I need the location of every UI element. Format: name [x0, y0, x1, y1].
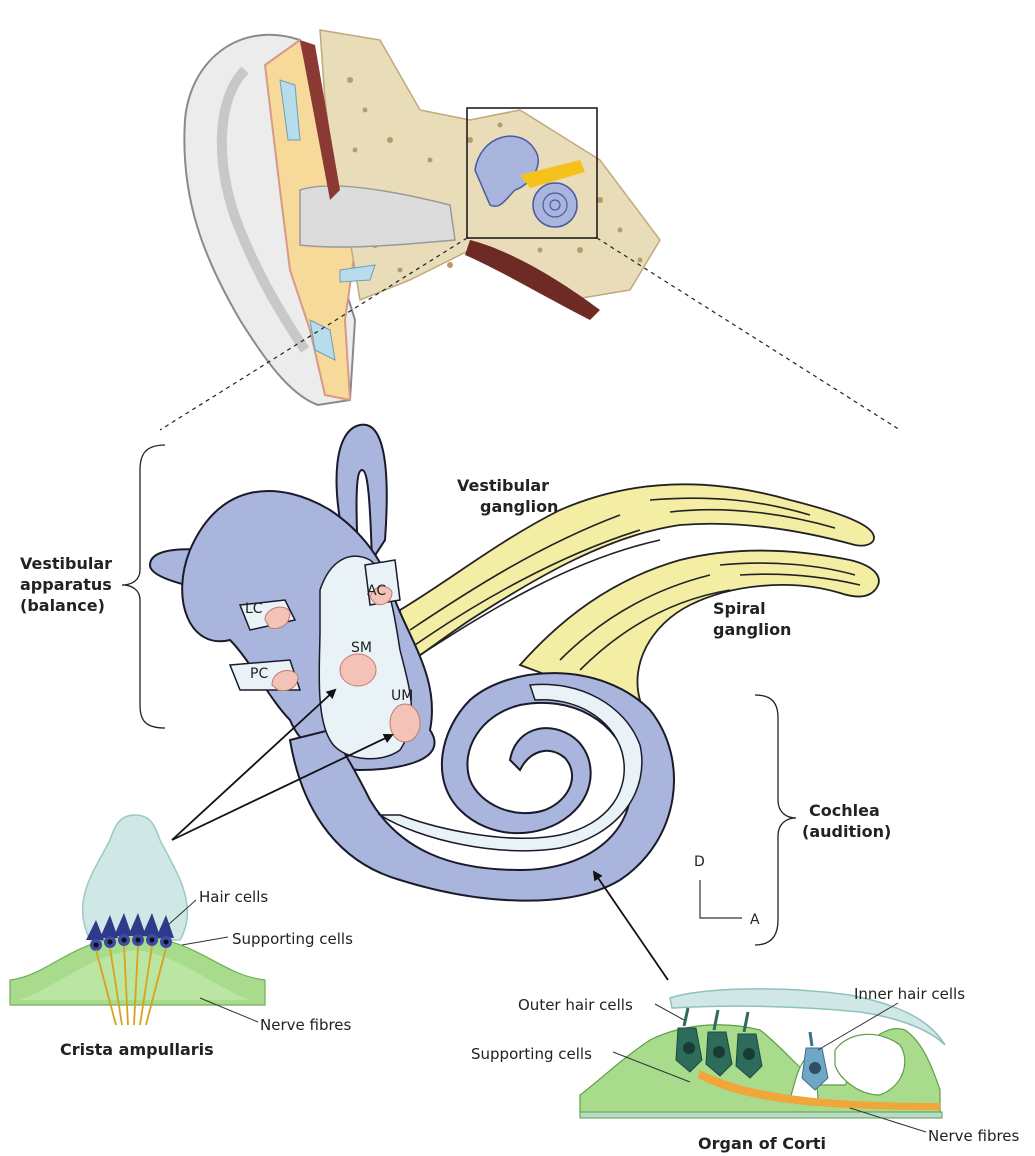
corti-inner-hair-cell [801, 1031, 829, 1091]
sg-line-2: ganglion [713, 620, 791, 639]
vestibular-apparatus-label: Vestibular apparatus (balance) [20, 554, 112, 615]
zoom-box [466, 107, 598, 239]
ac-crista [369, 586, 393, 606]
label-pc: PC [250, 666, 268, 682]
mini-labyrinth [474, 135, 539, 207]
lc-crista [264, 606, 291, 629]
blue-structure-2 [309, 319, 336, 361]
utricle-macula [389, 703, 421, 743]
arrow-to-cochlea [592, 870, 669, 981]
basilar-membrane [579, 1111, 943, 1119]
blue-structure-1 [279, 79, 301, 141]
vestibular-ganglion-label: Vestibular ganglion [457, 476, 558, 516]
crista-title: Crista ampullaris [60, 1040, 214, 1059]
vestibular-nerve [399, 483, 875, 667]
ear-cross-section [159, 29, 901, 431]
va-line-1: Vestibular [20, 554, 112, 573]
cochlea-line-1: Cochlea [809, 801, 880, 820]
organ-of-corti [579, 988, 946, 1133]
corti-cells-body [579, 1024, 941, 1116]
corti-inner-hair-cells-label: Inner hair cells [854, 985, 965, 1003]
nerve-bundle [399, 483, 880, 702]
corti-space [834, 1033, 906, 1096]
tectorial-membrane [669, 988, 946, 1046]
corti-supporting-cells-label: Supporting cells [471, 1045, 592, 1063]
orientation-d: D [694, 854, 705, 870]
pc-crista [271, 670, 299, 691]
corti-outer-hair-cells-label: Outer hair cells [518, 996, 633, 1014]
crista-supporting-cells-label: Supporting cells [232, 930, 353, 948]
crista-nerve-fibres-label: Nerve fibres [260, 1016, 352, 1034]
corti-nerve-fibres-label: Nerve fibres [928, 1127, 1020, 1145]
mini-cochlea [532, 182, 578, 228]
cochlear-duct [377, 683, 643, 852]
orientation-marker: D A [694, 854, 760, 928]
eustachian-tube [465, 240, 600, 320]
cochlea-brace [754, 694, 797, 946]
label-ac: AC [367, 583, 386, 599]
crista-nerve-fibres [95, 945, 167, 1026]
label-lc: LC [245, 601, 263, 617]
vg-line-2: ganglion [480, 497, 558, 516]
cochlea-label: Cochlea (audition) [802, 801, 891, 841]
vestibular-brace [121, 444, 166, 729]
crista-base [20, 950, 250, 1000]
arrow-to-sm [171, 688, 337, 841]
spiral-nerve [518, 549, 880, 702]
zoom-line-right [596, 237, 901, 431]
cochlea-coil [288, 672, 675, 902]
corti-outer-hair-cells [675, 1007, 763, 1079]
pinna-fold [216, 66, 310, 353]
va-line-3: (balance) [20, 596, 105, 615]
label-um: UM [391, 688, 413, 704]
artery [300, 40, 340, 200]
crista-hair-cells-label: Hair cells [199, 888, 268, 906]
corti-nerve-orange [698, 1070, 940, 1110]
arrow-to-um [171, 733, 394, 841]
mini-nerve [520, 160, 585, 188]
blue-structure-3 [339, 264, 376, 283]
saccule-macula [339, 653, 377, 687]
crista-hair-cells [86, 913, 174, 951]
va-line-2: apparatus [20, 575, 112, 594]
sg-line-1: Spiral [713, 599, 766, 618]
crista-ampullaris [9, 814, 266, 1026]
orientation-a: A [750, 912, 760, 928]
vg-line-1: Vestibular [457, 476, 549, 495]
crista-cupula [81, 814, 189, 941]
corti-title: Organ of Corti [698, 1134, 826, 1153]
spiral-ganglion-label: Spiral ganglion [713, 599, 791, 639]
labyrinth [148, 423, 675, 902]
cochlea-line-2: (audition) [802, 822, 891, 841]
label-sm: SM [351, 640, 372, 656]
